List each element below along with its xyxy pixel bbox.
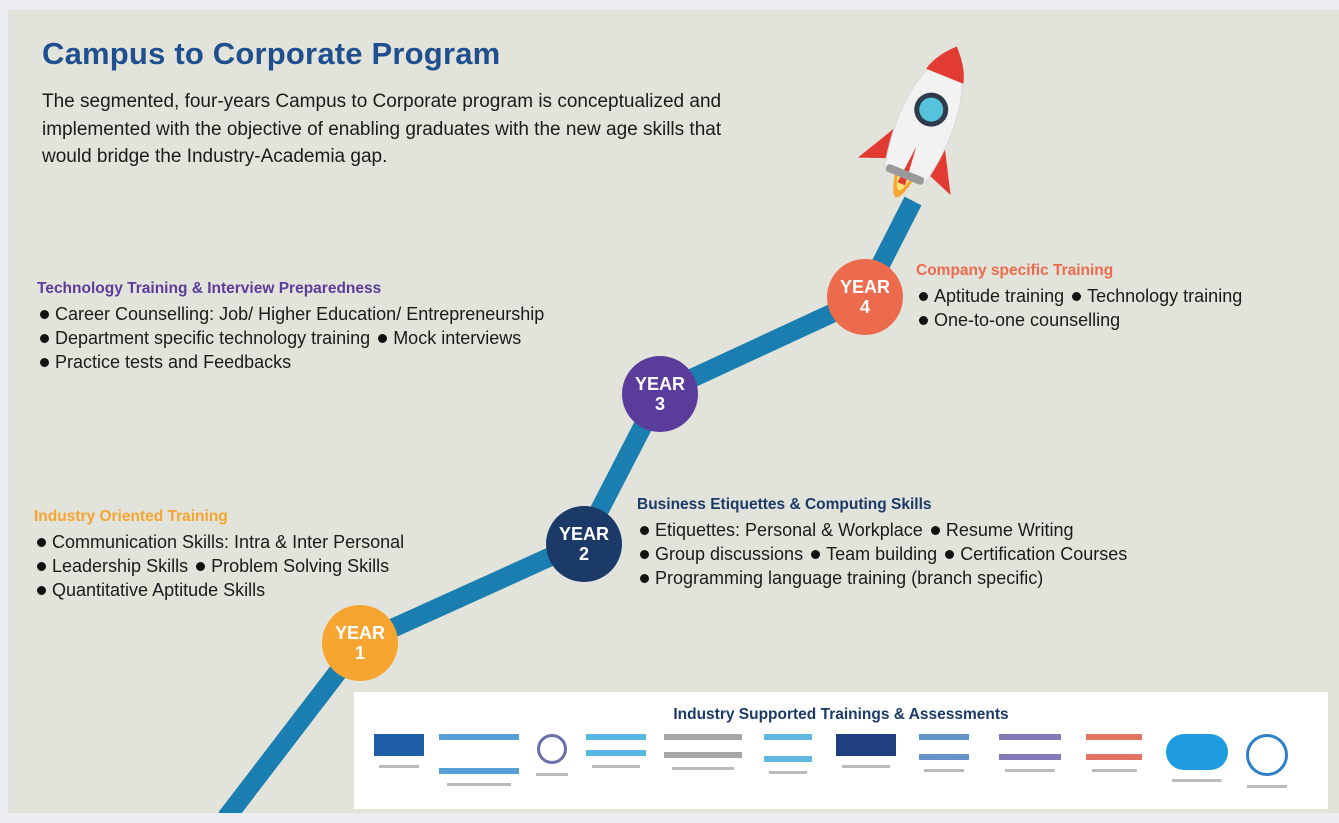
list-item: One-to-one counselling	[916, 308, 1242, 332]
list-item-text: Problem Solving Skills	[211, 556, 390, 576]
bullet-icon	[930, 525, 940, 535]
bullet-icon	[945, 549, 955, 559]
dark-blue-box-logo	[836, 734, 896, 771]
unicourt-logo	[919, 734, 969, 775]
page-title: Campus to Corporate Program	[42, 36, 501, 71]
year-1-badge: YEAR 1	[322, 605, 398, 681]
list-item-text: Leadership Skills	[52, 556, 189, 576]
year-2-label: YEAR	[558, 524, 609, 544]
global-logo	[999, 734, 1061, 775]
list-item: Communication Skills: Intra & Inter Pers…	[34, 530, 404, 554]
partner-logos-row	[374, 734, 1314, 804]
list-item: Aptitude training Technology training	[916, 284, 1242, 308]
bullet-icon	[640, 549, 649, 559]
list-item: Leadership Skills Problem Solving Skills	[34, 554, 404, 578]
bullet-icon	[811, 549, 821, 559]
list-item-text: Practice tests and Feedbacks	[55, 352, 292, 372]
list-item: Career Counselling: Job/ Higher Educatio…	[37, 302, 544, 326]
salesforce-logo	[1166, 734, 1228, 785]
list-item: Etiquettes: Personal & Workplace Resume …	[637, 518, 1127, 542]
list-item-text: Programming language training (branch sp…	[655, 568, 1044, 588]
year-2-number: 2	[578, 544, 589, 564]
list-item: Practice tests and Feedbacks	[37, 350, 544, 374]
partners-heading: Industry Supported Trainings & Assessmen…	[673, 706, 1009, 723]
bullet-icon	[37, 561, 46, 571]
cocubes-logo	[1086, 734, 1142, 775]
year-2-badge: YEAR 2	[546, 506, 622, 582]
business-skills-list: Etiquettes: Personal & Workplace Resume …	[637, 518, 1127, 590]
infosys-logo	[439, 734, 519, 789]
mulesoft-logo	[1242, 734, 1292, 791]
list-item: Group discussions Team building Certific…	[637, 542, 1127, 566]
list-item-text: Resume Writing	[945, 520, 1074, 540]
text-logo	[664, 734, 742, 773]
list-item-text: Certification Courses	[960, 544, 1128, 564]
list-item: Department specific technology training …	[37, 326, 544, 350]
bullet-icon	[37, 585, 46, 595]
bullet-icon	[40, 333, 49, 343]
list-item-text: Career Counselling: Job/ Higher Educatio…	[55, 304, 545, 324]
year-3-badge: YEAR 3	[622, 356, 698, 432]
bullet-icon	[37, 537, 46, 547]
list-item-text: Department specific technology training	[55, 328, 371, 348]
year-4-label: YEAR	[839, 277, 890, 297]
technology-training-block: Technology Training & Interview Prepared…	[37, 280, 544, 374]
cisco-logo	[764, 734, 812, 777]
list-item-text: Quantitative Aptitude Skills	[52, 580, 266, 600]
list-item-text: Group discussions	[655, 544, 804, 564]
list-item-text: Team building	[826, 544, 938, 564]
business-skills-heading: Business Etiquettes & Computing Skills	[637, 496, 932, 513]
industry-training-block: Industry Oriented Training Communication…	[34, 508, 404, 602]
technology-training-heading: Technology Training & Interview Prepared…	[37, 280, 382, 297]
list-item-text: Technology training	[1087, 286, 1243, 306]
list-item-text: One-to-one counselling	[934, 310, 1121, 330]
industry-training-list: Communication Skills: Intra & Inter Pers…	[34, 530, 404, 602]
blue-box-logo	[374, 734, 424, 771]
bullet-icon	[919, 291, 928, 301]
infographic-panel: Campus to Corporate Program The segmente…	[8, 10, 1339, 813]
bullet-icon	[40, 357, 49, 367]
rocket-icon	[857, 45, 964, 198]
list-item-text: Etiquettes: Personal & Workplace	[655, 520, 923, 540]
bullet-icon	[40, 309, 49, 319]
year-3-label: YEAR	[634, 374, 685, 394]
festo-logo	[586, 734, 646, 771]
year-3-number: 3	[654, 394, 665, 414]
list-item-text: Communication Skills: Intra & Inter Pers…	[52, 532, 405, 552]
bullet-icon	[919, 315, 928, 325]
company-training-heading: Company specific Training	[916, 262, 1114, 279]
intro-paragraph: The segmented, four-years Campus to Corp…	[42, 91, 722, 167]
list-item: Quantitative Aptitude Skills	[34, 578, 404, 602]
bullet-icon	[640, 525, 649, 535]
year-4-badge: YEAR 4	[827, 259, 903, 335]
list-item: Programming language training (branch sp…	[637, 566, 1127, 590]
bullet-icon	[378, 333, 388, 343]
technology-training-list: Career Counselling: Job/ Higher Educatio…	[37, 302, 544, 374]
bullet-icon	[640, 573, 649, 583]
list-item-text: Mock interviews	[393, 328, 522, 348]
company-training-block: Company specific Training Aptitude train…	[916, 262, 1242, 332]
list-item-text: Aptitude training	[934, 286, 1065, 306]
bullet-icon	[1072, 291, 1082, 301]
bullet-icon	[196, 561, 206, 571]
industry-training-heading: Industry Oriented Training	[34, 508, 228, 525]
year-1-label: YEAR	[334, 623, 385, 643]
year-1-number: 1	[354, 643, 365, 663]
circle-logo	[532, 734, 572, 779]
partners-box: Industry Supported Trainings & Assessmen…	[354, 692, 1328, 809]
business-skills-block: Business Etiquettes & Computing Skills E…	[637, 496, 1127, 590]
year-4-number: 4	[859, 297, 870, 317]
